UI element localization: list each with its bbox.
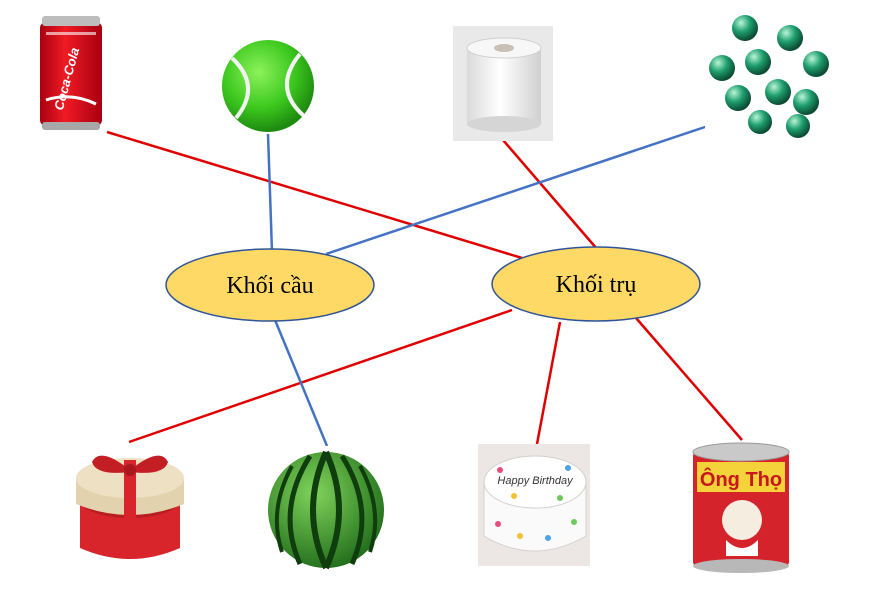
link-marbles-to-sphere: [325, 124, 709, 256]
toilet-paper-image: [453, 26, 553, 141]
tennis-ball-image: [222, 40, 314, 132]
gift-box-image: [76, 455, 184, 559]
cola-can-image: Coca-Cola: [40, 16, 102, 130]
watermelon-image: [263, 446, 390, 572]
link-watermelon-to-sphere: [273, 319, 329, 447]
connections: [106, 124, 743, 447]
node-sphere: Khối cầu: [165, 248, 375, 322]
link-milkcan-to-cylinder: [635, 317, 743, 441]
milk-can-image: Ông Thọ: [692, 442, 790, 573]
milk-brand-text: Ông Thọ: [700, 467, 782, 491]
birthday-cake-image: Happy Birthday: [478, 444, 590, 566]
node-cylinder-label: Khối trụ: [556, 272, 637, 298]
node-sphere-label: Khối cầu: [226, 273, 313, 299]
marbles-image: [705, 10, 837, 138]
link-giftbox-to-cylinder: [128, 308, 513, 444]
link-toilet-paper-to-cylinder: [502, 139, 598, 250]
cake-text: Happy Birthday: [497, 475, 574, 487]
link-cake-to-cylinder: [535, 321, 562, 445]
link-tennisball-to-sphere: [266, 133, 274, 253]
node-cylinder: Khối trụ: [491, 246, 701, 322]
link-cola-to-cylinder: [106, 130, 523, 260]
